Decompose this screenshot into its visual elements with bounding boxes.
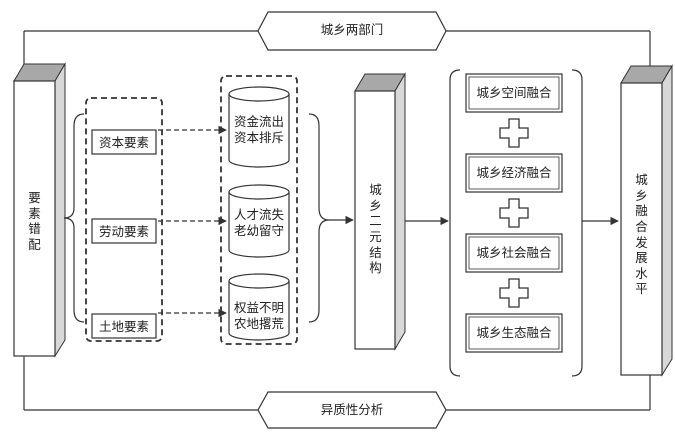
right-pillar-box — [620, 64, 673, 377]
right-pillar-label: 城乡融合发展水平 — [635, 172, 648, 297]
factor-group-frame — [85, 97, 163, 342]
integration-bracket-right — [571, 69, 583, 377]
effect-group-frame — [220, 75, 298, 345]
left-pillar-label: 要素错配 — [28, 190, 41, 252]
factor-box-land — [91, 313, 157, 339]
integration-bracket-left — [449, 69, 461, 377]
factor-box-capital — [91, 129, 157, 155]
factor-label-labor: 劳动要素 — [98, 224, 149, 239]
middle-pillar-label: 城乡二元结构 — [369, 182, 382, 276]
effect-cylinder-labor — [228, 184, 290, 258]
middle-pillar-box — [354, 72, 406, 351]
integration-label-economy: 城乡经济融合 — [476, 165, 552, 180]
effect-cylinder-capital — [228, 86, 290, 168]
integration-box-ecology-inner — [468, 316, 560, 350]
plus-sign-1 — [499, 118, 529, 148]
integration-box-society — [465, 233, 563, 273]
top-banner-label: 城乡两部门 — [320, 22, 384, 37]
left-brace — [63, 113, 85, 323]
bottom-banner-shape — [257, 391, 447, 429]
integration-label-ecology: 城乡生态融合 — [476, 325, 552, 340]
integration-box-ecology — [465, 313, 563, 353]
factor-box-labor — [91, 218, 157, 244]
plus-sign-3 — [499, 278, 529, 308]
outer-frame — [23, 30, 651, 411]
integration-box-society-inner — [468, 236, 560, 270]
top-banner-shape — [257, 11, 447, 51]
effect-label-land: 权益不明 农地撂荒 — [233, 300, 284, 331]
integration-box-space — [465, 73, 563, 113]
left-pillar-box — [13, 62, 66, 358]
integration-box-economy-inner — [468, 156, 560, 190]
integration-box-economy — [465, 153, 563, 193]
plus-sign-2 — [499, 198, 529, 228]
effect-brace — [308, 113, 330, 323]
integration-box-space-inner — [468, 76, 560, 110]
factor-label-capital: 资本要素 — [98, 135, 149, 150]
factor-label-land: 土地要素 — [98, 319, 149, 334]
effect-label-labor: 人才流失 老幼留守 — [233, 207, 284, 238]
integration-label-society: 城乡社会融合 — [476, 245, 552, 260]
effect-label-capital: 资金流出 资本排斥 — [233, 114, 284, 145]
effect-cylinder-land — [228, 273, 290, 341]
factor-arrows — [158, 125, 227, 318]
integration-label-space: 城乡空间融合 — [476, 85, 552, 100]
bottom-banner-label: 异质性分析 — [320, 402, 384, 417]
